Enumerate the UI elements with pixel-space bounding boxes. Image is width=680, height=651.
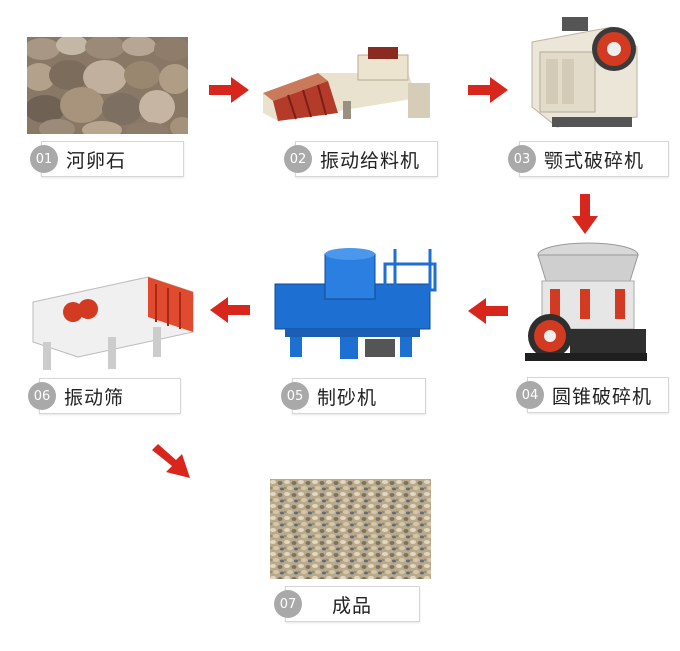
step-03-text: 颚式破碎机 xyxy=(544,149,645,172)
vibrating-feeder-image xyxy=(263,47,430,121)
arrow-diagonal-icon xyxy=(152,444,190,478)
jaw-crusher-image xyxy=(531,17,638,128)
finished-sand-image xyxy=(270,479,431,579)
cone-crusher-image xyxy=(525,242,647,361)
arrow-left-icon xyxy=(468,298,508,324)
step-05-number: 05 xyxy=(281,382,309,410)
step-02-text: 振动给料机 xyxy=(320,149,421,172)
step-06-text: 振动筛 xyxy=(64,386,125,409)
vibrating-screen-image xyxy=(32,276,194,370)
step-05-text: 制砂机 xyxy=(317,386,378,409)
river-pebble-image xyxy=(27,37,188,134)
step-04-number: 04 xyxy=(516,381,544,409)
step-05-label: 05 制砂机 xyxy=(281,378,426,414)
step-04-text: 圆锥破碎机 xyxy=(552,385,653,408)
step-07-label: 07 成品 xyxy=(274,586,420,622)
step-01-label: 01 河卵石 xyxy=(30,141,184,177)
step-07-text: 成品 xyxy=(332,594,373,617)
arrow-left-icon xyxy=(210,297,250,323)
step-02-number: 02 xyxy=(284,145,312,173)
sand-making-machine-image xyxy=(274,248,437,359)
step-04-label: 04 圆锥破碎机 xyxy=(516,377,669,413)
step-06-number: 06 xyxy=(28,382,56,410)
step-07-number: 07 xyxy=(274,590,302,618)
step-03-label: 03 颚式破碎机 xyxy=(508,141,669,177)
arrow-right-icon xyxy=(209,77,249,103)
step-03-number: 03 xyxy=(508,145,536,173)
step-06-label: 06 振动筛 xyxy=(28,378,181,414)
arrow-right-icon xyxy=(468,77,508,103)
step-01-number: 01 xyxy=(30,145,58,173)
arrow-down-icon xyxy=(572,194,598,234)
step-01-text: 河卵石 xyxy=(66,149,127,172)
step-02-label: 02 振动给料机 xyxy=(284,141,438,177)
